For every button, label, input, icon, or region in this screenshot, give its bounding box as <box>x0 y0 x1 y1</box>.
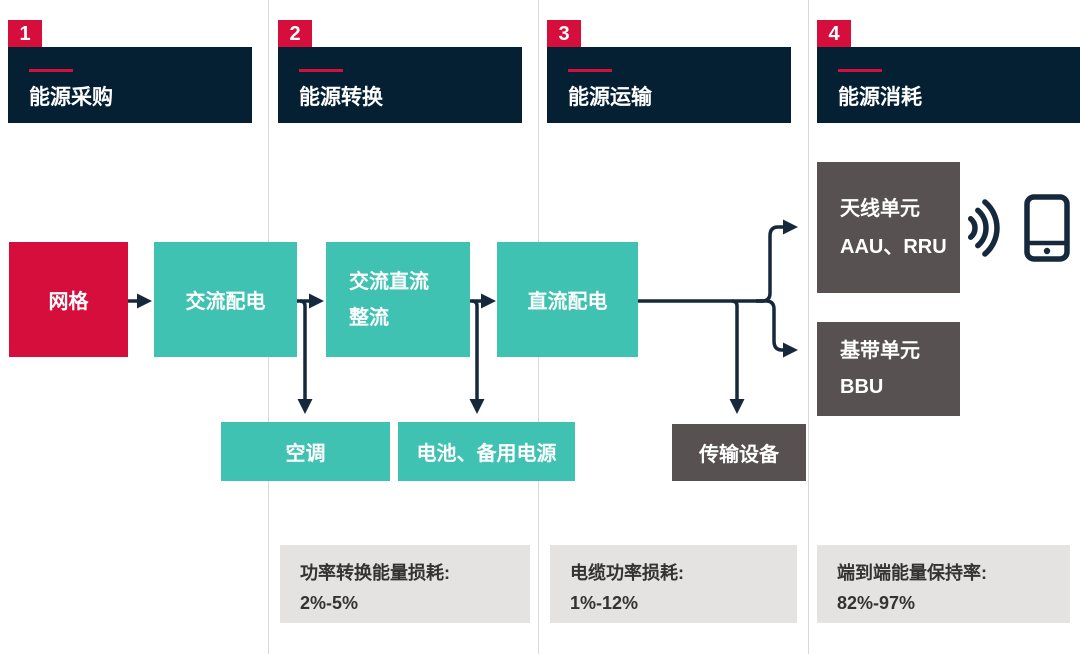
header-accent-line <box>299 69 343 72</box>
column-divider <box>808 0 809 654</box>
node-ac-dc-rectifier: 交流直流 整流 <box>326 242 470 357</box>
node-label-line: BBU <box>840 376 884 398</box>
node-dc-distribution: 直流配电 <box>497 242 638 357</box>
note-label: 端到端能量保持率: <box>837 563 987 583</box>
note-value: 2%-5% <box>300 593 359 613</box>
node-baseband-unit: 基带单元 BBU <box>817 322 960 416</box>
node-label-line: 交流直流 <box>349 270 429 293</box>
column-header-transport: 能源运输 <box>547 47 791 123</box>
column-title: 能源运输 <box>568 86 652 109</box>
note-label: 功率转换能量损耗: <box>300 563 450 583</box>
node-label-line: AAU、RRU <box>840 235 947 258</box>
arrowhead <box>729 399 745 414</box>
node-transmission-equipment: 传输设备 <box>672 424 806 481</box>
arrowhead <box>469 399 485 414</box>
step-number-badge: 4 <box>817 20 851 48</box>
header-accent-line <box>838 69 882 72</box>
note-cable-loss: 电缆功率损耗: 1%-12% <box>550 545 797 623</box>
note-value: 1%-12% <box>570 593 639 613</box>
signal-waves-icon <box>967 199 1000 257</box>
column-header-conversion: 能源转换 <box>278 47 522 123</box>
step-number-badge: 2 <box>278 20 312 48</box>
column-title: 能源采购 <box>29 86 113 109</box>
connector-to-battery <box>471 299 479 400</box>
arrowhead <box>297 399 313 414</box>
note-label: 电缆功率损耗: <box>570 563 684 583</box>
arrowhead <box>783 342 798 358</box>
arrowhead <box>783 219 798 235</box>
arrowhead <box>309 293 324 309</box>
column-header-consumption: 能源消耗 <box>817 47 1080 123</box>
note-value: 82%-97% <box>837 593 916 613</box>
node-antenna-unit: 天线单元 AAU、RRU <box>817 162 960 293</box>
header-accent-line <box>568 69 612 72</box>
note-conversion-loss: 功率转换能量损耗: 2%-5% <box>280 545 530 623</box>
node-ac-distribution: 交流配电 <box>154 242 297 357</box>
header-accent-line <box>29 69 73 72</box>
column-title: 能源消耗 <box>838 86 922 109</box>
arrowhead <box>481 293 496 309</box>
step-number-badge: 1 <box>8 20 42 48</box>
connector-to-bbu <box>756 299 784 352</box>
column-title: 能源转换 <box>299 86 383 109</box>
node-grid: 网格 <box>9 242 128 357</box>
smartphone-icon <box>1024 194 1070 262</box>
node-label-line: 天线单元 <box>840 197 920 220</box>
connector-to-aircon <box>299 299 307 400</box>
column-header-procurement: 能源采购 <box>8 47 252 123</box>
arrowhead <box>137 293 152 309</box>
connector-to-antenna <box>756 225 784 303</box>
node-air-conditioning: 空调 <box>221 422 390 481</box>
connector-to-transmission <box>731 299 739 400</box>
node-label-line: 基带单元 <box>840 340 920 362</box>
node-label-line: 整流 <box>349 306 389 329</box>
note-e2e-retention: 端到端能量保持率: 82%-97% <box>817 545 1070 623</box>
node-battery-backup: 电池、备用电源 <box>398 422 575 481</box>
step-number-badge: 3 <box>547 20 581 48</box>
